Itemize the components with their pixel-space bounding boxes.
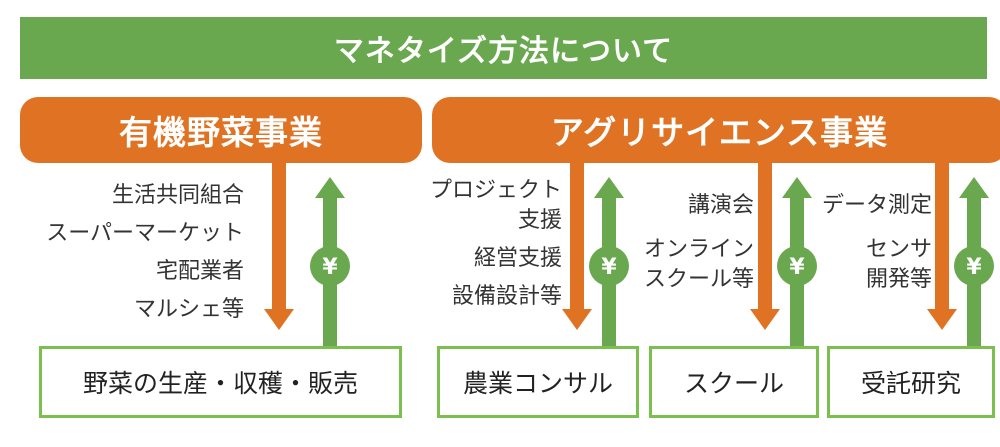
arrow-group-school bbox=[750, 163, 817, 346]
channel-item: プロジェクト bbox=[429, 178, 562, 203]
up-arrow-head bbox=[594, 177, 624, 198]
channel-item: 設備設計等 bbox=[451, 284, 562, 309]
yen-icon: ¥ bbox=[966, 255, 982, 280]
yen-icon: ¥ bbox=[322, 255, 338, 280]
channel-item: スクール等 bbox=[643, 267, 754, 292]
arrow-group-research bbox=[927, 163, 994, 346]
channel-item: センサ bbox=[865, 237, 932, 262]
service-box-consult: 農業コンサル bbox=[437, 346, 639, 418]
channel-list-organic: 生活共同組合 スーパーマーケット 宅配業者 マルシェ等 bbox=[46, 181, 244, 325]
service-box-school: スクール bbox=[649, 346, 819, 418]
yen-icon: ¥ bbox=[789, 255, 805, 280]
channel-item: 支援 bbox=[517, 208, 562, 233]
agri-business-label: アグリサイエンス事業 bbox=[550, 113, 889, 152]
channel-list-school: 講演会 オンライン スクール等 bbox=[644, 191, 754, 295]
organic-business-label: 有機野菜事業 bbox=[119, 113, 323, 152]
channel-item: 宅配業者 bbox=[155, 259, 244, 284]
yen-circle bbox=[589, 246, 629, 286]
yen-icon: ¥ bbox=[601, 255, 617, 280]
channel-item: 講演会 bbox=[687, 193, 754, 218]
down-arrow-shaft bbox=[758, 163, 772, 311]
channel-list-consult: プロジェクト 支援 経営支援 設備設計等 bbox=[430, 176, 562, 312]
down-arrow-head bbox=[264, 309, 294, 330]
channel-item: スーパーマーケット bbox=[46, 221, 244, 246]
down-arrow-head bbox=[562, 309, 592, 330]
down-arrow-shaft bbox=[272, 163, 286, 311]
service-label: 野菜の生産・収穫・販売 bbox=[82, 369, 358, 398]
organic-vegetable-business-header: 有機野菜事業 bbox=[20, 97, 422, 163]
down-arrow-head bbox=[927, 309, 957, 330]
yen-circle bbox=[777, 246, 817, 286]
yen-circle bbox=[954, 246, 994, 286]
channel-list-research: データ測定 センサ 開発等 bbox=[822, 191, 932, 295]
channel-item: 開発等 bbox=[865, 267, 932, 292]
channel-item: データ測定 bbox=[821, 193, 932, 218]
up-arrow-head bbox=[315, 177, 345, 198]
down-arrow-shaft bbox=[935, 163, 949, 311]
page-title-banner: マネタイズ方法について bbox=[20, 17, 987, 79]
down-arrow-shaft bbox=[570, 163, 584, 311]
service-box-research: 受託研究 bbox=[827, 346, 995, 418]
up-arrow-head bbox=[782, 177, 812, 198]
down-arrow-head bbox=[750, 309, 780, 330]
channel-item: オンライン bbox=[643, 237, 754, 262]
page-title: マネタイズ方法について bbox=[333, 34, 674, 69]
service-box-organic: 野菜の生産・収穫・販売 bbox=[39, 346, 402, 418]
agri-science-business-header: アグリサイエンス事業 bbox=[432, 97, 1000, 163]
channel-item: マルシェ等 bbox=[133, 297, 244, 322]
arrow-group-consult bbox=[562, 163, 629, 346]
arrow-group-organic bbox=[264, 163, 350, 346]
yen-circle bbox=[310, 246, 350, 286]
service-label: 農業コンサル bbox=[462, 369, 613, 398]
channel-item: 経営支援 bbox=[473, 246, 562, 271]
service-label: スクール bbox=[683, 369, 784, 398]
channel-item: 生活共同組合 bbox=[111, 183, 244, 208]
up-arrow-head bbox=[959, 177, 989, 198]
service-label: 受託研究 bbox=[860, 369, 961, 398]
